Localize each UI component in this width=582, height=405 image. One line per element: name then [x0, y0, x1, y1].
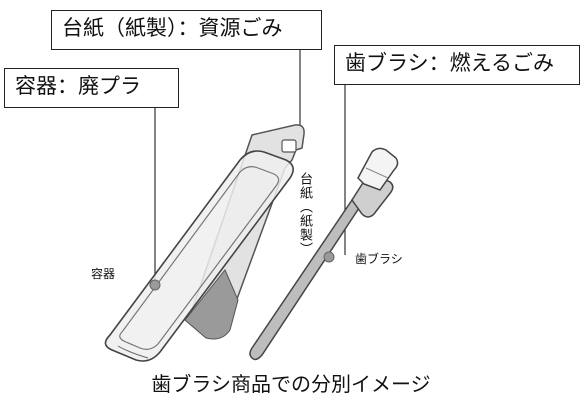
plastic-container	[104, 150, 294, 362]
figure-caption: 歯ブラシ商品での分別イメージ	[151, 372, 431, 396]
label-toothbrush: 歯ブラシ	[355, 252, 403, 266]
label-backing: 台紙（紙製）	[297, 172, 312, 256]
container-marker-dot	[149, 279, 161, 291]
callout-toothbrush-burnable: 歯ブラシ：燃えるごみ	[334, 45, 580, 85]
callout-container-plastic: 容器：廃プラ	[4, 68, 179, 108]
label-container: 容器	[91, 267, 116, 281]
callout-backing-paper: 台紙（紙製）：資源ごみ	[51, 10, 322, 50]
toothbrush	[249, 147, 399, 361]
toothbrush-marker-dot	[323, 251, 335, 263]
